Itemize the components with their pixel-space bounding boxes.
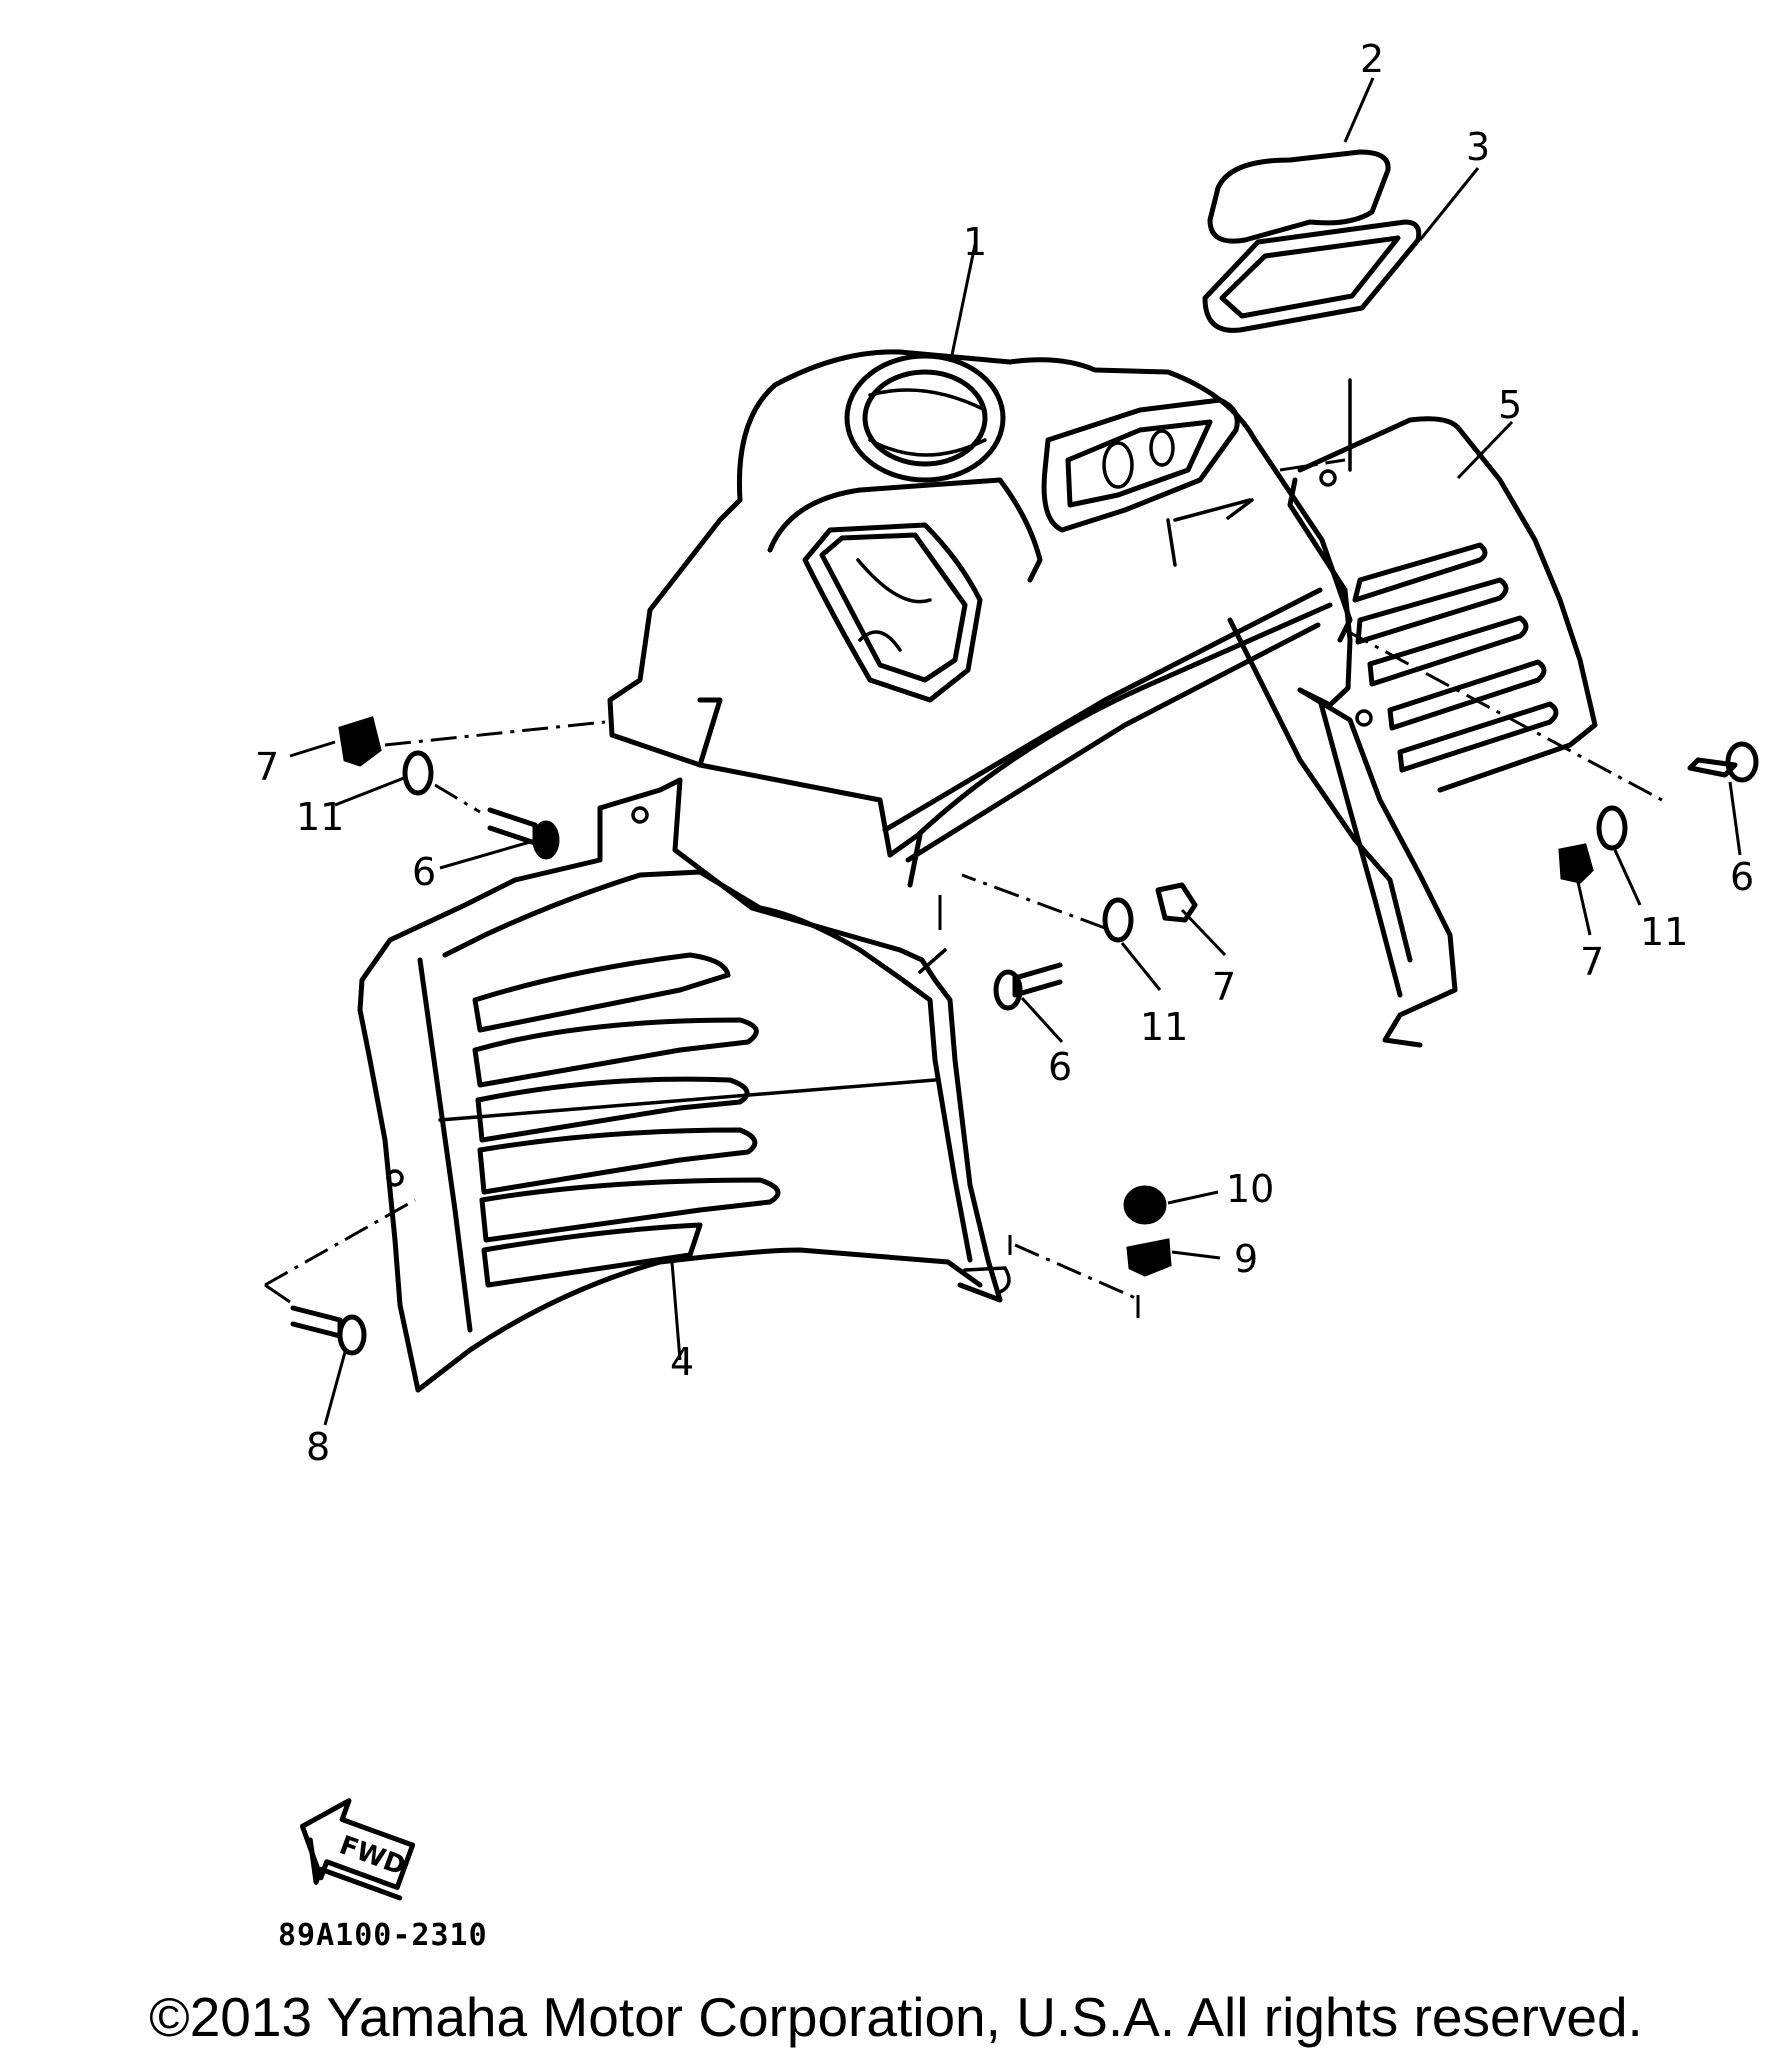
part-7-nut-center: [1155, 882, 1198, 923]
fwd-arrow-icon: FWD: [299, 1798, 416, 1901]
callout-part-8: 8: [306, 1425, 330, 1469]
callout-part-7-right: 7: [1580, 940, 1604, 984]
part-11-washer-center: [1102, 897, 1134, 943]
leader-lines: [289, 77, 1742, 1426]
part-3-gasket: [1202, 219, 1422, 333]
callout-part-6-left: 6: [412, 850, 436, 894]
callout-part-6-right: 6: [1730, 855, 1754, 899]
callout-part-11-left: 11: [296, 795, 344, 839]
part-6-bolt-right: [1687, 741, 1759, 783]
part-2-lens-cover: [1207, 149, 1391, 244]
drawing-number: 89A100-2310: [278, 1918, 488, 1953]
callout-part-3: 3: [1466, 125, 1490, 169]
part-10-nut: [1123, 1185, 1167, 1225]
part-4-left-side-cover: [357, 777, 1011, 1393]
callout-part-7-left: 7: [255, 745, 279, 789]
callout-part-7-center: 7: [1212, 965, 1236, 1009]
callout-part-9: 9: [1234, 1237, 1258, 1281]
part-9-grommet: [1126, 1238, 1172, 1277]
part-6-bolt-left: [487, 807, 560, 860]
callout-part-5: 5: [1498, 383, 1522, 427]
part-7-nut-left: [338, 716, 382, 767]
callout-part-11-right: 11: [1640, 910, 1688, 954]
callout-part-10: 10: [1226, 1167, 1274, 1211]
part-1-upper-cover: [607, 349, 1353, 888]
part-8-screw: [290, 1305, 367, 1356]
part-11-washer-right: [1596, 805, 1628, 851]
callout-part-6-center: 6: [1048, 1045, 1072, 1089]
part-11-washer-left: [402, 750, 434, 796]
part-7-nut-right: [1558, 843, 1594, 884]
callout-part-4: 4: [670, 1340, 694, 1384]
callout-part-11-center: 11: [1140, 1005, 1188, 1049]
callout-part-2: 2: [1360, 37, 1384, 81]
copyright-notice: ©2013 Yamaha Motor Corporation, U.S.A. A…: [149, 1986, 1643, 2048]
part-5-right-side-cover: [1227, 416, 1598, 1048]
assembly-lines: [264, 385, 1663, 1318]
part-6-bolt-center: [993, 962, 1063, 1011]
callout-part-1: 1: [963, 220, 987, 264]
